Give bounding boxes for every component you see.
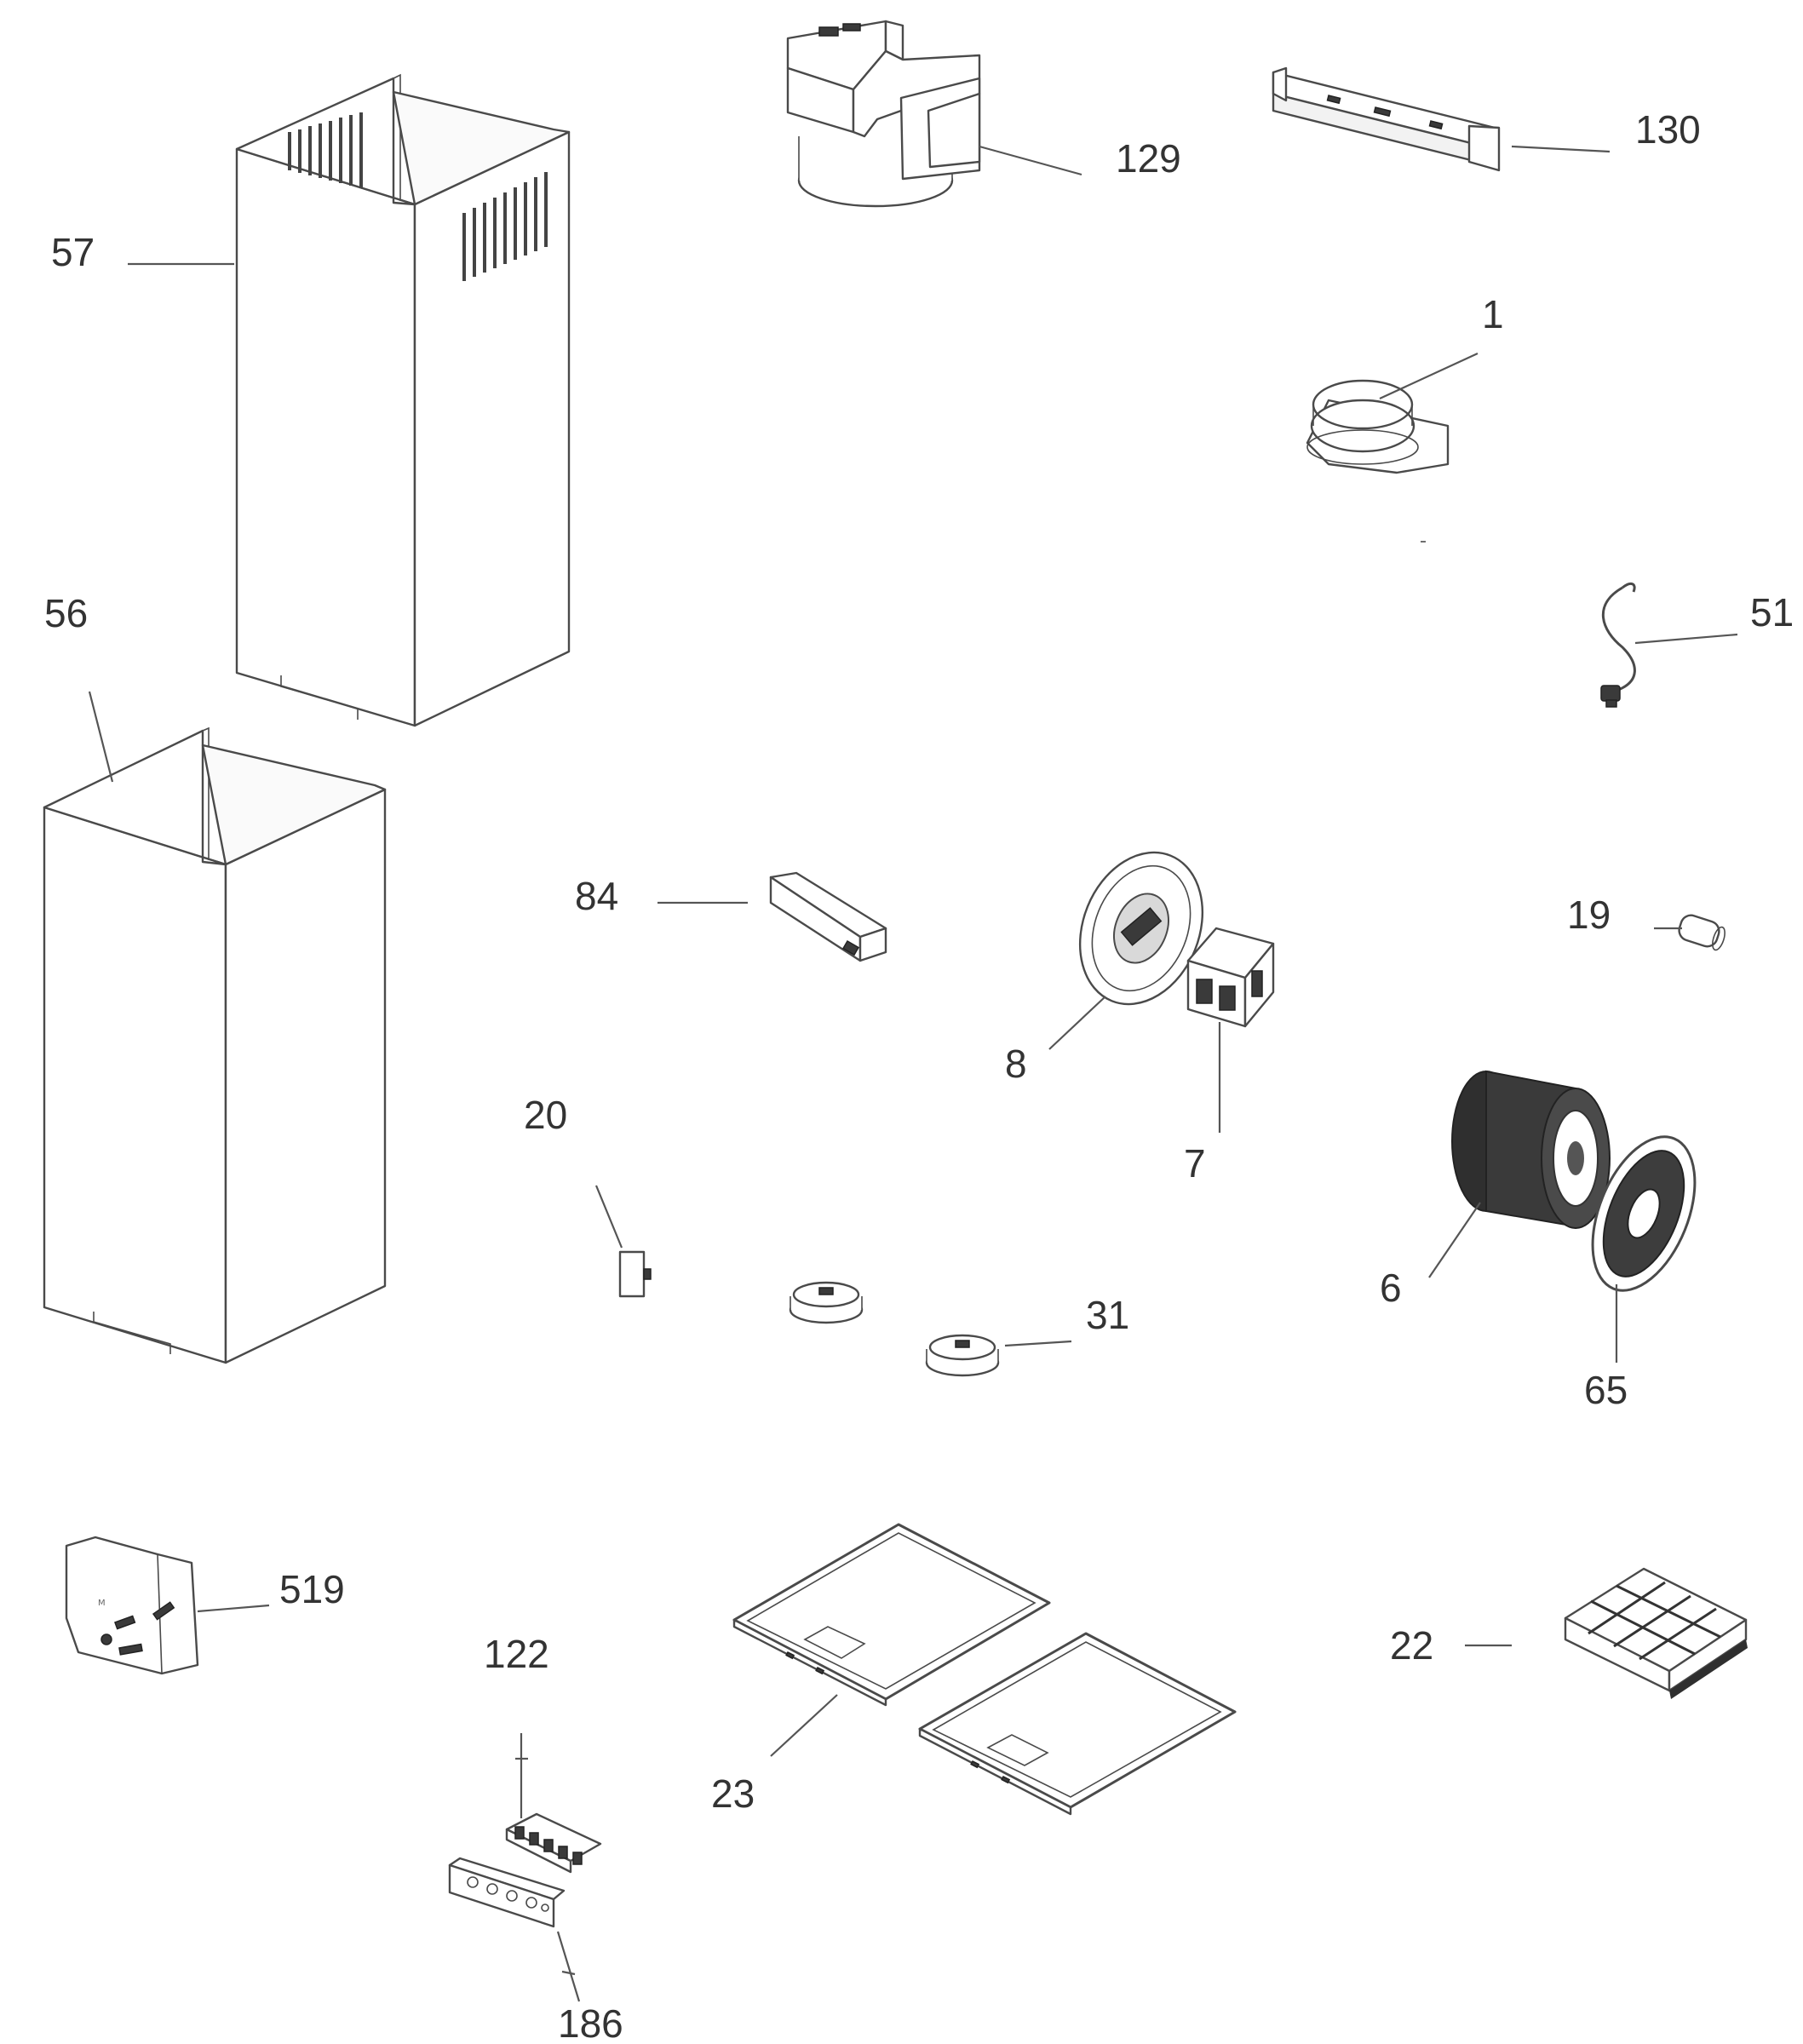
leader-186 bbox=[556, 1931, 581, 2002]
label-186: 186 bbox=[558, 2001, 623, 2044]
part-23-grease-filters bbox=[732, 1523, 1237, 1816]
leader-129 bbox=[979, 145, 1082, 176]
label-8: 8 bbox=[1005, 1042, 1027, 1086]
part-6-blower-wheel bbox=[1451, 1070, 1611, 1229]
label-20: 20 bbox=[524, 1093, 567, 1137]
part-519-hardware-bag: M bbox=[65, 1536, 199, 1675]
label-129: 129 bbox=[1116, 136, 1181, 181]
leader-31 bbox=[1004, 1340, 1072, 1347]
label-7: 7 bbox=[1184, 1141, 1206, 1186]
label-65: 65 bbox=[1584, 1368, 1628, 1412]
part-7-motor bbox=[1186, 927, 1275, 1028]
leader-8 bbox=[1048, 996, 1106, 1050]
part-57-upper-chimney bbox=[235, 73, 571, 727]
part-129-air-outlet bbox=[786, 20, 981, 208]
part-31-lamp-holders bbox=[789, 1281, 1000, 1377]
svg-text:M: M bbox=[98, 1599, 106, 1608]
leader-56 bbox=[88, 691, 114, 783]
part-57-vents bbox=[288, 112, 548, 281]
label-22: 22 bbox=[1390, 1623, 1433, 1668]
part-122-control-board bbox=[505, 1812, 602, 1874]
leader-51 bbox=[1634, 633, 1738, 645]
label-57: 57 bbox=[51, 230, 95, 274]
label-519: 519 bbox=[279, 1567, 345, 1611]
leader-6 bbox=[1428, 1202, 1481, 1278]
label-51: 51 bbox=[1750, 590, 1794, 634]
label-130: 130 bbox=[1635, 107, 1701, 152]
part-8-motor-plate bbox=[1078, 851, 1204, 1006]
part-20-switch bbox=[618, 1250, 652, 1298]
part-186-control-panel bbox=[448, 1857, 566, 1928]
label-122: 122 bbox=[484, 1632, 549, 1676]
label-19: 19 bbox=[1567, 893, 1611, 937]
leader-130 bbox=[1511, 145, 1611, 153]
label-84: 84 bbox=[575, 874, 618, 918]
part-130-bracket bbox=[1272, 66, 1501, 172]
label-56: 56 bbox=[44, 591, 88, 635]
leader-20 bbox=[594, 1185, 623, 1249]
part-65-inlet-ring bbox=[1591, 1135, 1697, 1292]
part-56-lower-chimney bbox=[43, 726, 387, 1364]
part-1-collar bbox=[1306, 379, 1450, 474]
leader-1 bbox=[1379, 353, 1479, 399]
label-23: 23 bbox=[711, 1771, 755, 1816]
part-19-lamp bbox=[1678, 914, 1725, 951]
part-51-cable bbox=[1600, 582, 1636, 708]
label-6: 6 bbox=[1380, 1266, 1402, 1310]
leader-519 bbox=[197, 1604, 270, 1613]
label-1: 1 bbox=[1482, 292, 1504, 336]
part-84-bracket bbox=[769, 871, 887, 962]
label-31: 31 bbox=[1086, 1293, 1129, 1337]
part-22-charcoal-filter bbox=[1564, 1567, 1748, 1699]
leader-23 bbox=[770, 1694, 838, 1757]
